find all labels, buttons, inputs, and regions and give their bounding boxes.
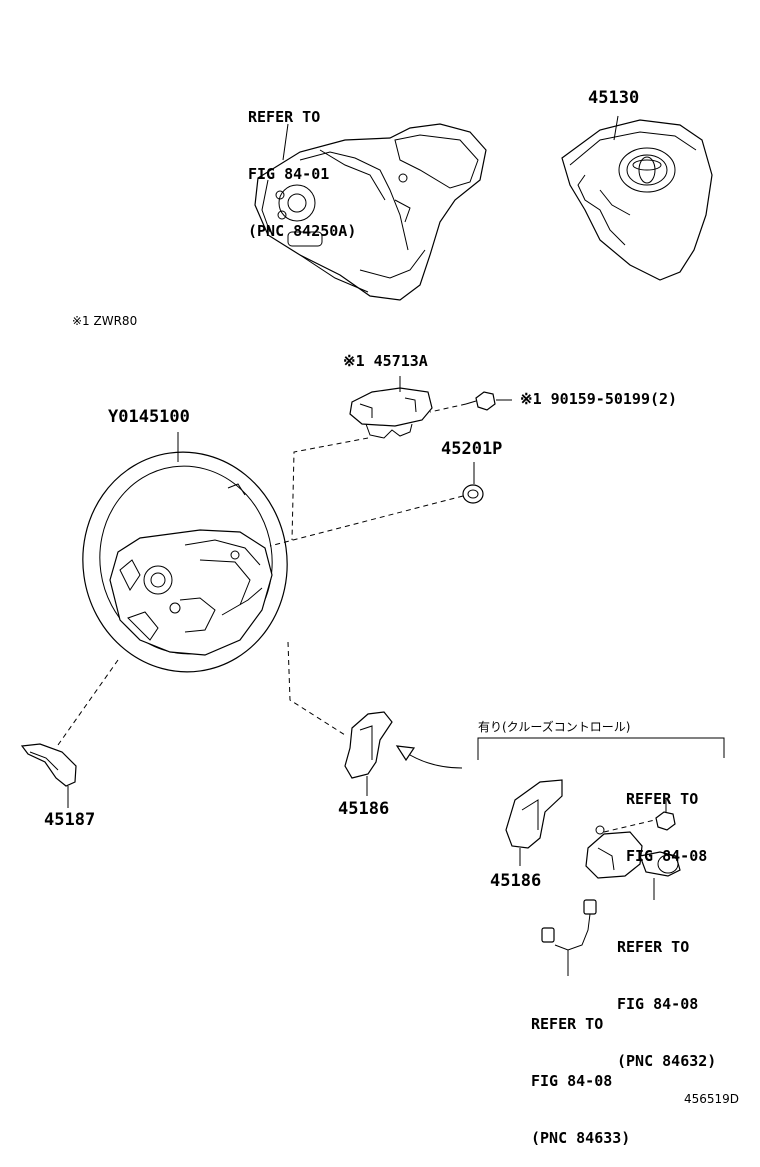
refer-right2-line3: (PNC 84632) — [617, 1052, 717, 1070]
screw-cruise-drawing — [655, 800, 676, 831]
refer-right1-label: REFER TO FIG 84-08 — [626, 752, 707, 885]
cruise-control-caption: 有り(クルーズコントロール) — [478, 720, 631, 734]
refer-right2-line2: FIG 84-08 — [617, 995, 699, 1013]
note-label: ※1 ZWR80 — [72, 314, 138, 328]
refer-bottom-line3: (PNC 84633) — [531, 1129, 631, 1147]
refer-right1-line1: REFER TO — [626, 790, 699, 808]
cover-45186-right-drawing — [505, 779, 563, 866]
refer-bottom-line1: REFER TO — [531, 1015, 604, 1033]
part-45130-label: 45130 — [588, 88, 640, 108]
connection-dashed-lines — [57, 403, 467, 746]
part-45186-left-label: 45186 — [338, 799, 390, 819]
diagram-id-label: 456519D — [684, 1092, 740, 1106]
screw-90159-drawing — [465, 391, 512, 411]
refer-top-line3: (PNC 84250A) — [248, 222, 357, 240]
arrow-icon — [395, 745, 463, 769]
refer-bottom-line2: FIG 84-08 — [531, 1072, 613, 1090]
steering-pad-switch-drawing — [254, 123, 487, 301]
part-y0145100-label: Y0145100 — [108, 407, 190, 427]
steering-wheel-drawing — [82, 432, 288, 673]
refer-right2-line1: REFER TO — [617, 938, 690, 956]
cruise-switch-drawing — [585, 819, 681, 900]
part-45186-right-label: 45186 — [490, 871, 542, 891]
cover-45187-drawing — [20, 743, 77, 808]
airbag-drawing — [561, 115, 713, 281]
part-45187-label: 45187 — [44, 810, 96, 830]
refer-right2-label: REFER TO FIG 84-08 (PNC 84632) — [617, 900, 716, 1090]
cover-45713a-drawing — [349, 376, 433, 439]
refer-top-label: REFER TO FIG 84-01 (PNC 84250A) — [248, 70, 356, 260]
refer-top-line2: FIG 84-01 — [248, 165, 330, 183]
part-45201p-label: 45201P — [441, 439, 503, 459]
parts-diagram — [20, 115, 725, 976]
refer-top-line1: REFER TO — [248, 108, 321, 126]
wire-harness-drawing — [541, 899, 597, 976]
part-90159-label: ※1 90159-50199(2) — [520, 390, 678, 408]
refer-right1-line2: FIG 84-08 — [626, 847, 708, 865]
refer-bottom-label: REFER TO FIG 84-08 (PNC 84633) — [531, 977, 630, 1167]
nut-45201p-drawing — [462, 462, 484, 504]
cruise-bracket — [477, 737, 725, 760]
cover-45186-left-drawing — [344, 711, 393, 796]
part-45713a-label: ※1 45713A — [343, 352, 428, 370]
